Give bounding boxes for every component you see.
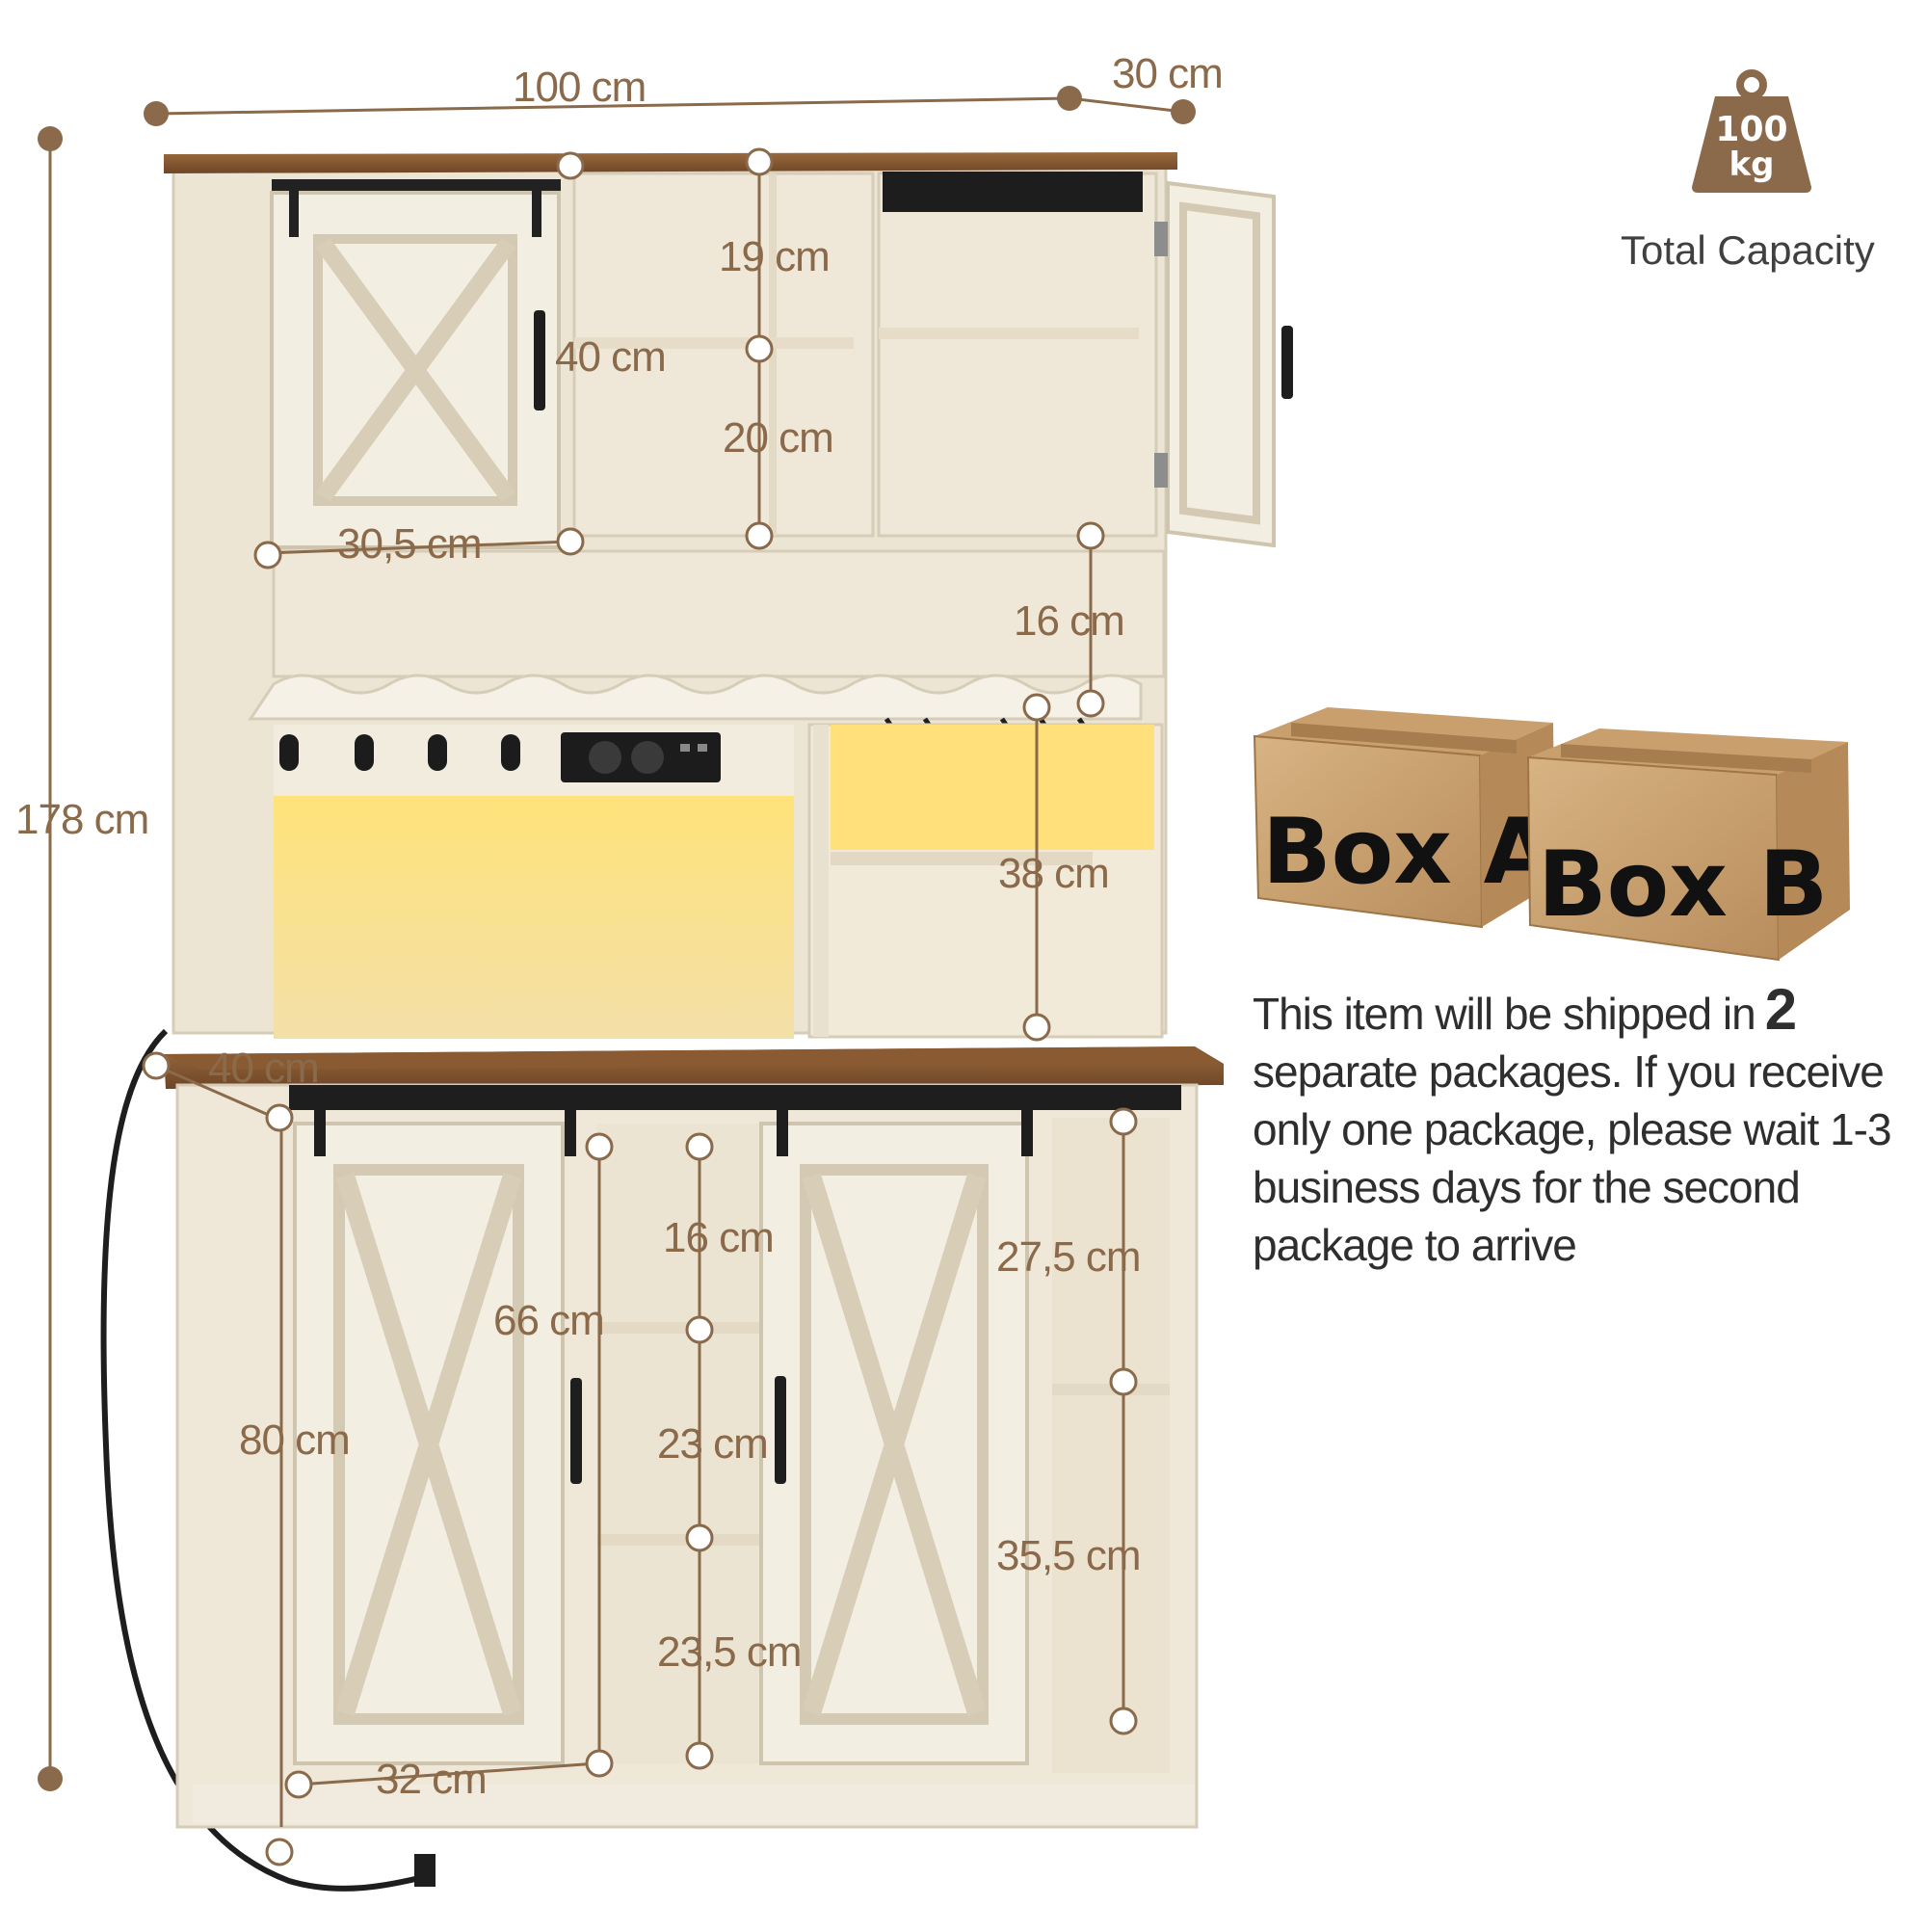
top-compartment-upper-label: 19 cm (719, 233, 831, 280)
weight-unit: kg (1729, 146, 1775, 184)
open-cabinet-door (1166, 180, 1276, 548)
upper-hutch (100, 152, 1293, 1892)
glass-rack-height-label: 16 cm (1014, 597, 1125, 645)
counter-depth-label: 40 cm (208, 1045, 320, 1092)
package-count: 2 (1764, 977, 1797, 1042)
open-hutch-height-label: 38 cm (998, 850, 1110, 897)
power-cord (100, 1028, 425, 1892)
dimension-endpoints (142, 147, 1138, 1866)
box-b: Box B (1526, 728, 1850, 962)
lower-left-barn-door (293, 1098, 582, 1765)
utensil-hooks (279, 734, 520, 771)
wine-glass-rack (248, 674, 1143, 721)
shipping-note-body: separate packages. If you receive only o… (1253, 1046, 1892, 1270)
upper-right-cabinet (877, 172, 1293, 548)
sliding-door-rail (289, 1085, 1181, 1110)
top-compartment-lower-label: 20 cm (723, 414, 834, 462)
power-plug (414, 1854, 436, 1887)
weight-icon: 100 kg (1688, 69, 1815, 197)
upper-left-barn-door (270, 179, 561, 549)
lower-compartment-width-label: 32 cm (376, 1756, 488, 1803)
side-shelf-lower-label: 35,5 cm (996, 1532, 1142, 1579)
lower-side-shelves (1052, 1118, 1170, 1773)
lower-right-barn-door (759, 1098, 1033, 1765)
hutch-side-shelf (831, 852, 1093, 865)
lower-cabinet-inner-label: 66 cm (493, 1297, 605, 1344)
dimension-lines (48, 96, 1184, 1827)
lower-cabinet-height-label: 80 cm (239, 1416, 351, 1464)
lower-shelf-upper-label: 16 cm (663, 1214, 775, 1261)
box-b-label: Box B (1538, 833, 1828, 938)
side-shelf-upper-label: 27,5 cm (996, 1233, 1142, 1281)
shipping-note-intro: This item will be shipped in (1253, 989, 1756, 1039)
lower-cabinet (175, 1083, 1199, 1829)
lower-shelf-middle-label: 23 cm (657, 1420, 769, 1468)
power-outlet-strip (561, 732, 721, 782)
lower-shelf-bottom-label: 23,5 cm (657, 1628, 803, 1676)
depth-label: 30 cm (1112, 50, 1224, 97)
box-a-label: Box A (1262, 800, 1554, 905)
weight-value: 100 (1715, 110, 1787, 149)
box-a: Box A (1253, 707, 1555, 929)
top-compartment-width-label: 30,5 cm (337, 520, 483, 568)
top-cabinet-height-label: 40 cm (555, 333, 667, 381)
hutch-top-board (164, 152, 1177, 173)
upper-center-compartment (572, 172, 875, 538)
dimension-endpoints-large (38, 86, 1196, 1791)
lower-center-shelves (597, 1124, 759, 1763)
height-label: 178 cm (15, 796, 149, 843)
led-lit-back-panel (274, 796, 794, 1039)
capacity-label: Total Capacity (1621, 227, 1875, 273)
width-label: 100 cm (513, 64, 647, 111)
